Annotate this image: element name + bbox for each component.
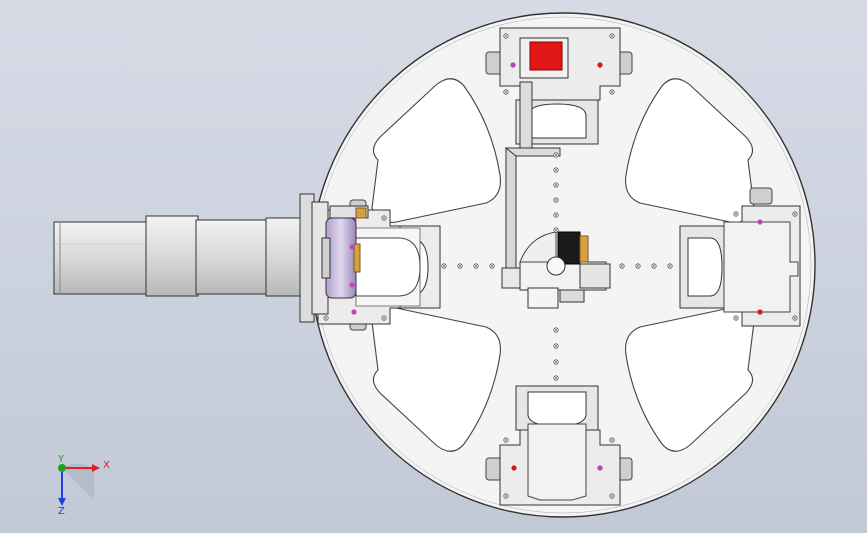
servo-motor[interactable] <box>53 193 329 323</box>
bolt-hole <box>553 327 559 333</box>
axis-x-label: X <box>103 460 110 471</box>
bolt-hole <box>553 375 559 381</box>
axis-z-label: Z <box>58 506 65 517</box>
bolt-hole <box>553 212 559 218</box>
bolt-hole <box>553 197 559 203</box>
bolt-hole <box>473 263 479 269</box>
bolt-hole <box>489 263 495 269</box>
marker-magenta <box>597 465 603 471</box>
motor-mount-bracket <box>329 205 369 219</box>
station-top[interactable] <box>485 27 633 153</box>
marker-red <box>597 62 603 68</box>
drive-gear[interactable] <box>321 217 361 299</box>
station-bottom[interactable] <box>485 385 633 506</box>
plate-cutouts <box>371 78 755 452</box>
marker-magenta <box>351 309 357 315</box>
bolt-hole <box>553 182 559 188</box>
bolt-hole <box>619 263 625 269</box>
cutout-top-left <box>371 78 501 223</box>
bolt-hole <box>441 263 447 269</box>
bolt-hole <box>553 152 559 158</box>
bolt-hole <box>553 167 559 173</box>
station-right[interactable] <box>679 187 801 327</box>
bolt-hole <box>553 359 559 365</box>
bolt-hole <box>651 263 657 269</box>
bolt-hole <box>553 227 559 233</box>
marker-magenta <box>510 62 516 68</box>
bolt-hole <box>553 343 559 349</box>
marker-red <box>757 309 763 315</box>
bolt-hole <box>667 263 673 269</box>
marker-red <box>511 465 517 471</box>
bolt-hole <box>635 263 641 269</box>
coordinate-triad-icon: X Y Z <box>57 454 110 517</box>
axis-y-label: Y <box>57 454 65 465</box>
bolt-hole <box>457 263 463 269</box>
marker-magenta <box>757 219 763 225</box>
sensor-red-block <box>529 41 563 71</box>
center-mechanism[interactable] <box>501 147 611 309</box>
